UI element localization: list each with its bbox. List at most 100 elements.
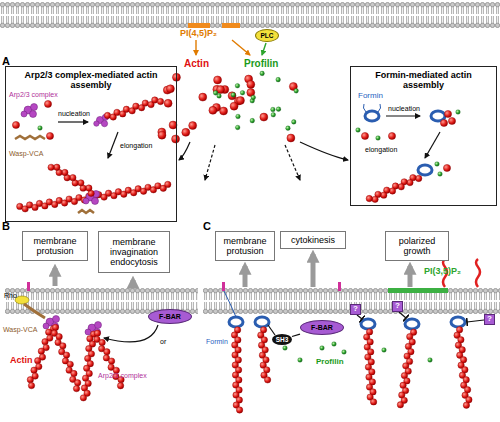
formin-tail [224,291,236,317]
actin-monomer [28,382,34,388]
protein-name: Rho [4,292,17,300]
illustration [12,40,484,413]
outcome-box: membrane protusion [215,231,275,261]
profilin-molecule [356,128,361,133]
actin-monomer [228,92,236,100]
unknown-factor: ? [350,304,361,315]
profilin-molecule [38,126,43,131]
profilin-molecule [276,107,281,112]
profilin-molecule [260,71,265,76]
protein-name: Formin [206,338,228,346]
wasp-vca [24,304,45,318]
linker-line [268,325,275,335]
profilin-molecule [213,91,218,96]
arp23-complex [94,121,99,126]
actin-monomer [448,117,455,124]
arrow [386,115,420,116]
step-name: nucleation [58,110,90,118]
actin-monomer [287,134,295,142]
arp23-complex [95,322,102,329]
actin-monomer [389,188,395,194]
protein-name: Arp2/3 complex [98,372,147,380]
arrow [311,254,316,287]
actin-monomer [60,343,66,349]
panel-letter: C [203,220,211,232]
profilin-molecule [382,348,387,353]
node-text: Arp2/3 complex-mediated actin assembly [10,70,172,90]
arrow [300,142,348,160]
pip2-patch [222,23,240,28]
actin-monomer [214,76,222,84]
actin-monomer [381,192,387,198]
actin-monomer [260,113,268,121]
profilin-molecule [428,358,433,363]
profilin-molecule [250,118,255,123]
plasma-membrane [203,288,500,314]
actin-monomer [104,112,110,118]
actin-monomer [48,164,54,170]
actin-monomer [74,380,80,386]
actin-monomer [114,109,120,115]
panel-box: Formin-mediated actin assembly [350,66,497,206]
f-bar-domain: F-BAR [148,309,192,324]
plc-enzyme: PLC [255,29,279,42]
step-name: elongation [120,142,152,150]
profilin-molecule [298,358,303,363]
arp23-complex [30,111,37,118]
protein-name: Actin [10,356,33,366]
node-text: cytokinesis [291,235,335,245]
actin-monomer [108,358,114,364]
actin-monomer [104,349,110,355]
profilin-molecule [283,346,288,351]
unknown-factor: ? [484,314,495,325]
actin-monomer [86,185,92,191]
actin-monomer [44,100,51,107]
actin-monomer [63,352,69,358]
arrow [53,268,58,286]
actin-monomer [388,132,395,139]
actin-monomer [199,93,207,101]
inhibition-line [467,320,484,322]
actin-monomer [230,102,238,110]
actin-monomer [62,169,68,175]
actin-monomer [169,121,177,129]
wasp-vca [78,210,94,213]
profilin-molecule [438,172,443,177]
actin-monomer [415,175,421,181]
arp23-complex [101,120,107,126]
actin-monomer [157,98,163,104]
node-text: SH3 [276,336,289,343]
node-text: F-BAR [159,313,181,321]
arrow [179,142,190,160]
formin-dimer [418,165,432,175]
lipid-bilayer [0,2,500,28]
formin-tail [378,104,381,112]
actin-monomer [158,131,166,139]
node-text: PLC [261,32,274,39]
panel-letter: B [2,220,10,232]
actin-monomer [46,132,53,139]
arrow [205,145,215,180]
arrow [131,280,136,287]
actin-monomer [31,367,37,373]
f-bar-domain: F-BAR [300,320,344,335]
node-text: membrane invagination endocytosis [99,237,169,267]
arrow [285,145,300,180]
actin-monomer [361,132,368,139]
arp23-complex [92,198,99,205]
arp23-complex [21,111,27,117]
profilin-molecule [235,125,240,130]
actin-monomer [166,85,174,93]
rho-gtpase [15,296,29,304]
actin-monomer [73,385,79,391]
formin-tail [363,104,366,112]
protein-name: Arp2/3 complex [9,91,58,99]
profilin-molecule [376,136,381,141]
membrane-anchor [338,282,341,291]
actin-monomer [56,333,62,339]
actin-monomer [172,135,180,143]
arrow [232,40,250,55]
actin-monomer [12,121,19,128]
profilin-molecule [240,90,245,95]
